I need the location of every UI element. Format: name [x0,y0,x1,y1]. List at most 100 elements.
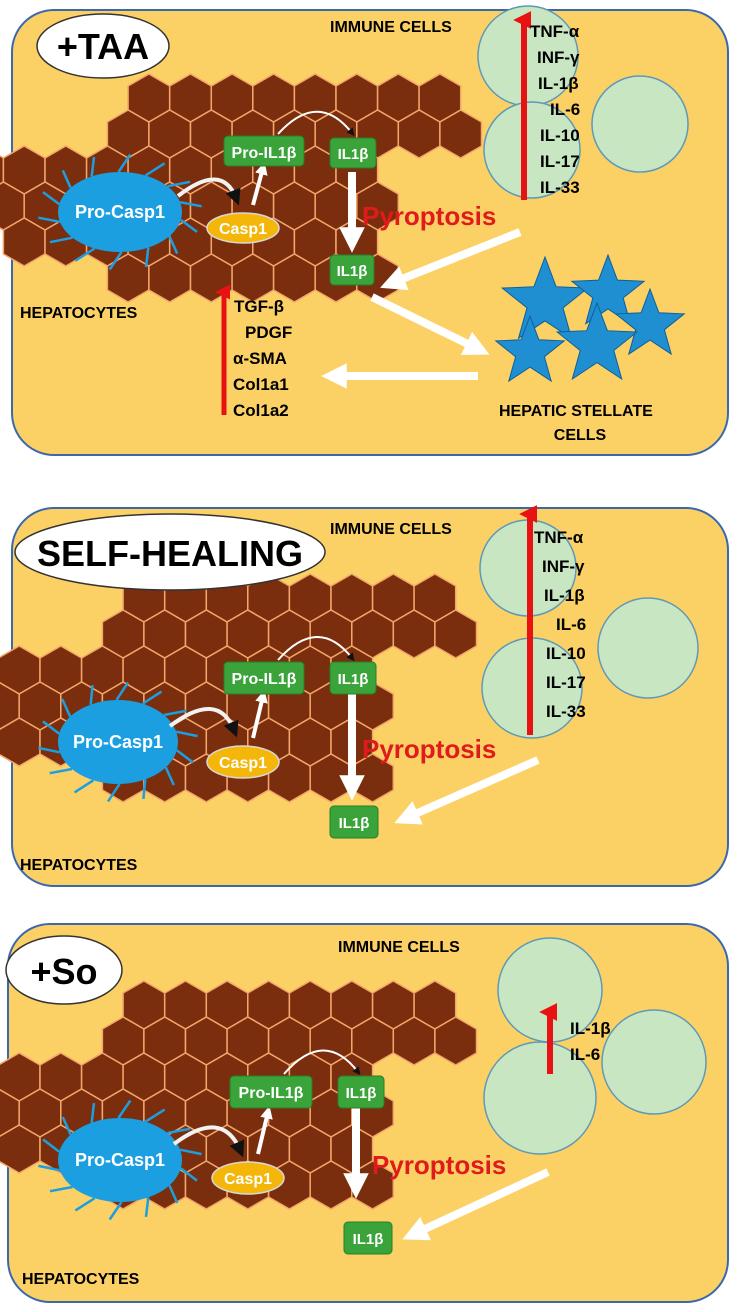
casp1-label: Casp1 [224,1171,272,1188]
cell-spike [144,247,150,268]
cell-spike [179,200,202,208]
immune-cell [483,101,581,199]
cell-spike [42,191,60,206]
cell-spike [167,1127,191,1135]
cell-spike [142,690,163,705]
cell-spike [42,720,60,735]
fibrosis-marker-label: PDGF [245,323,292,342]
procasp-to-casp1-arrow [172,1125,245,1158]
casp1-to-pro-il1b-arrow [251,161,268,206]
stellate-star [555,301,639,381]
cell-spike [90,156,96,177]
hepatic-stellate-label-line2: CELLS [554,427,607,444]
cell-spike [61,698,72,718]
immune-cell [601,1009,707,1115]
hepatocytes-label: HEPATOCYTES [20,857,138,874]
il1b-released-label: IL1β [339,815,370,832]
immune-cell [597,597,699,699]
casp1-label: Casp1 [219,221,267,238]
cytokine-label: INF-γ [542,557,585,576]
hepatic-stellate-label: HEPATIC STELLATE [499,403,653,420]
cell-spike [108,251,123,271]
cytokine-label: IL-1β [538,74,579,93]
immune-cells-label: IMMUNE CELLS [330,521,452,538]
hepatocytes-label: HEPATOCYTES [22,1271,140,1288]
cell-spike [42,1138,60,1153]
cell-spike [49,1185,73,1193]
il1b-box [337,1075,385,1109]
pro-il1b-box [229,1075,313,1109]
cytokine-label: IL-6 [570,1045,600,1064]
cytokine-label: IL-33 [546,702,586,721]
immune-cell-cloud [479,519,699,739]
panel-self-healing: SELF-HEALING IMMUNE CELLS Pro-Casp1 Casp… [0,505,729,887]
il1b-label: IL1β [346,1085,377,1102]
cell-spike [38,746,61,754]
cell-spike [144,1108,166,1123]
il1b-released-box [329,254,375,286]
pro-casp1-cell [58,700,178,784]
il1b-released-label: IL1β [337,263,368,280]
fibrosis-marker-label: α-SMA [233,349,287,368]
cell-spike [142,779,147,800]
immune-cell-cloud [483,937,707,1155]
cell-spike [144,162,166,177]
pro-il1b-box [223,135,305,167]
pro-casp1-label: Pro-Casp1 [75,1150,165,1170]
immune-cells-label: IMMUNE CELLS [330,19,452,36]
cytokine-label: IL-17 [546,673,586,692]
casp1-oval [206,212,280,244]
fibrosis-marker-label: TGF-β [234,297,284,316]
stellate-star [570,253,646,325]
hepatic-stellate-stars [494,253,686,383]
casp1-oval [206,745,280,779]
cell-spike [164,766,175,786]
title-oval [14,513,326,591]
cytokine-label: IL-1β [570,1019,611,1038]
cell-spikes [38,153,202,271]
cell-spike [176,749,194,764]
pro-casp1-label: Pro-Casp1 [73,732,163,752]
title-oval [36,13,170,79]
stellate-star [614,287,686,356]
casp1-oval [211,1161,285,1195]
cell-spike [90,1102,96,1123]
hepatocyte-hexagon [439,109,483,159]
pro-casp1-cell [58,1118,182,1202]
pro-il1b-label: Pro-IL1β [232,145,297,162]
panel-title: SELF-HEALING [37,533,303,574]
cell-spike [168,235,179,255]
cytokine-label: TNF-α [530,22,580,41]
cell-spike [108,1201,123,1221]
il1b-box [329,137,377,169]
cytokine-label: IL-1β [544,586,585,605]
il1b-label: IL1β [338,146,369,163]
procasp-to-casp1-arrow [176,177,241,206]
panel-taa: +TAA IMMUNE CELLS Pro-Casp1 Casp1 Pro-IL… [0,5,729,456]
hepatocyte-hexagon [434,1016,478,1066]
il1b-label: IL1β [338,671,369,688]
cell-spike [73,779,94,794]
immune-cell-cloud [477,5,689,199]
pyroptosis-to-il1b-arrow [394,756,540,825]
cell-spike [180,1167,198,1182]
panel-so: +So IMMUNE CELLS Pro-Casp1 Casp1 Pro-IL1… [0,923,729,1303]
fibrosis-marker-label: Col1a2 [233,401,289,420]
pro-il1b-label: Pro-IL1β [232,671,297,688]
casp1-to-pro-il1b-arrow [256,1105,273,1155]
cytokine-label: IL-10 [546,644,586,663]
pro-il1b-to-il1b-arrow [283,1049,361,1076]
stellate-star [500,255,590,340]
cell-spike [167,180,191,188]
cell-spike [117,153,132,173]
cytokine-label: TNF-α [534,528,584,547]
procasp-to-casp1-arrow [168,707,239,738]
il1b-released-box [329,805,379,839]
pyroptosis-to-il1b-arrow [380,228,522,291]
cytokine-label: INF-γ [537,48,580,67]
cell-spike [38,1164,61,1172]
stellate-star [494,314,566,383]
hepatocytes-label: HEPATOCYTES [20,305,138,322]
pyroptosis-label: Pyroptosis [362,201,496,231]
